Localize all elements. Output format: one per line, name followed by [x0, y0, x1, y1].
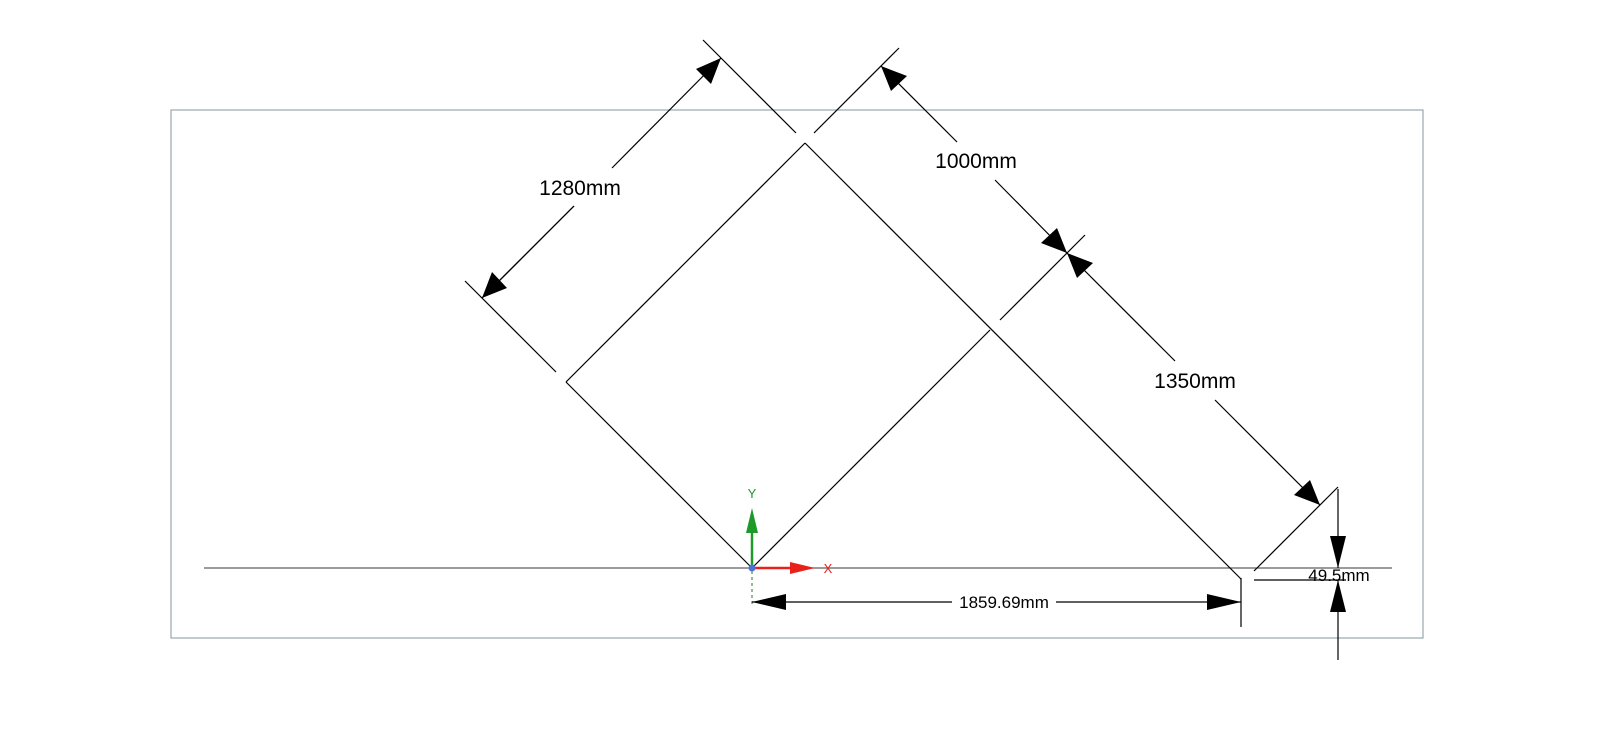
x-axis-label: X — [824, 561, 833, 576]
dimension-label-1350: 1350mm — [1154, 370, 1236, 393]
ucs-axis-icon: Y X — [746, 486, 833, 576]
label-backdrop — [932, 149, 1020, 174]
y-axis-label: Y — [748, 486, 757, 501]
dimension-1859-69mm[interactable]: 1859.69mm — [751, 571, 1242, 627]
viewport-frame — [170, 109, 1424, 639]
dimension-1280mm[interactable]: 1280mm — [464, 39, 797, 373]
label-backdrop — [536, 176, 624, 201]
dimension-1350mm[interactable]: 1350mm — [1066, 252, 1339, 572]
label-backdrop — [956, 592, 1052, 613]
origin-point — [748, 564, 756, 572]
rotated-panel-outline — [565, 142, 1242, 580]
dimension-label-1000: 1000mm — [935, 150, 1017, 173]
label-backdrop — [1151, 369, 1239, 394]
dimension-1000mm[interactable]: 1000mm — [813, 47, 1086, 321]
dimension-label-1280: 1280mm — [539, 177, 621, 200]
dimension-label-49-5: 49.5mm — [1308, 566, 1369, 585]
dimension-49-5mm[interactable]: 49.5mm — [1254, 489, 1373, 660]
dimension-label-1859: 1859.69mm — [959, 593, 1049, 612]
